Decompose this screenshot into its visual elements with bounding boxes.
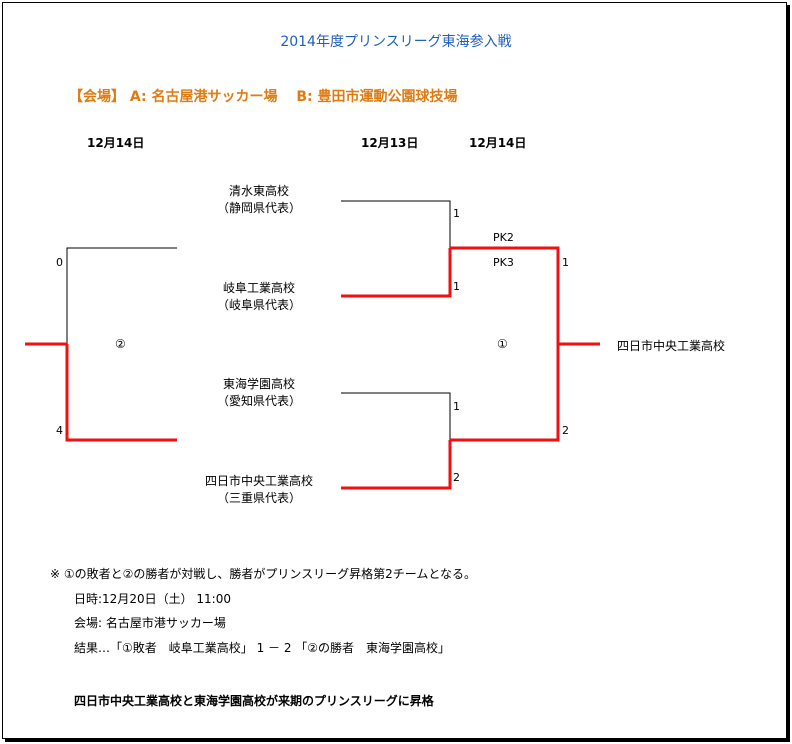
team-tokai-gakuen: 東海学園高校 （愛知県代表） [169, 376, 349, 410]
bracket-m2-bottom-win [341, 440, 452, 490]
score-m1-top: 1 [453, 207, 460, 220]
team-gifu-kogyo: 岐阜工業高校 （岐阜県代表） [169, 280, 349, 314]
team-shimizu-higashi: 清水東高校 （静岡県代表） [169, 183, 349, 217]
team-name: 東海学園高校 [222, 377, 295, 391]
score-m2-top: 1 [453, 400, 460, 413]
bracket-m1-top [341, 200, 451, 248]
team-name: 岐阜工業高校 [222, 281, 295, 295]
score-final-right-top: 1 [562, 256, 569, 269]
team-prefecture: （三重県代表） [216, 491, 301, 505]
date-center: 12月13日 [361, 136, 419, 150]
note-line-2: 日時:12月20日（土） 11:00 [74, 592, 231, 606]
pk-bottom: PK3 [493, 256, 514, 269]
conclusion-text: 四日市中央工業高校と東海学園高校が来期のプリンスリーグに昇格 [74, 694, 434, 708]
team-prefecture: （静岡県代表） [216, 201, 301, 215]
score-final-right-bottom: 2 [562, 424, 569, 437]
bracket-m2-top [341, 392, 451, 440]
bracket-final-left-top [66, 247, 177, 344]
score-m2-bottom: 2 [453, 471, 460, 484]
date-right: 12月14日 [469, 136, 527, 150]
bracket-m1-bottom-win [341, 248, 452, 298]
bracket-final-right-bottom [450, 344, 560, 442]
date-left: 12月14日 [87, 136, 145, 150]
bracket-final-left-bottom-win [65, 344, 177, 442]
winner-label: 四日市中央工業高校 [617, 339, 726, 353]
match-label-1: ① [497, 337, 508, 351]
bracket-final-right-top [450, 246, 560, 344]
team-prefecture: （岐阜県代表） [216, 298, 301, 312]
team-name: 清水東高校 [228, 184, 289, 198]
score-final-left-bottom: 4 [56, 424, 63, 437]
match-label-2: ② [115, 337, 126, 351]
page-title: 2014年度プリンスリーグ東海参入戦 [280, 34, 512, 50]
team-yokkaichi-chuo: 四日市中央工業高校 （三重県代表） [169, 473, 349, 507]
score-final-left-top: 0 [56, 256, 63, 269]
note-line-4: 結果…「①敗者 岐阜工業高校」 1 － 2 「②の勝者 東海学園高校」 [74, 641, 451, 655]
note-line-1: ※ ①の敗者と②の勝者が対戦し、勝者がプリンスリーグ昇格第2チームとなる。 [50, 567, 477, 581]
venue-info: 【会場】 A: 名古屋港サッカー場 B: 豊田市運動公園球技場 [69, 89, 458, 105]
pk-top: PK2 [493, 231, 514, 244]
note-line-3: 会場: 名古屋市港サッカー場 [74, 616, 226, 630]
team-prefecture: （愛知県代表） [216, 394, 301, 408]
score-m1-bottom: 1 [453, 280, 460, 293]
team-name: 四日市中央工業高校 [204, 474, 313, 488]
